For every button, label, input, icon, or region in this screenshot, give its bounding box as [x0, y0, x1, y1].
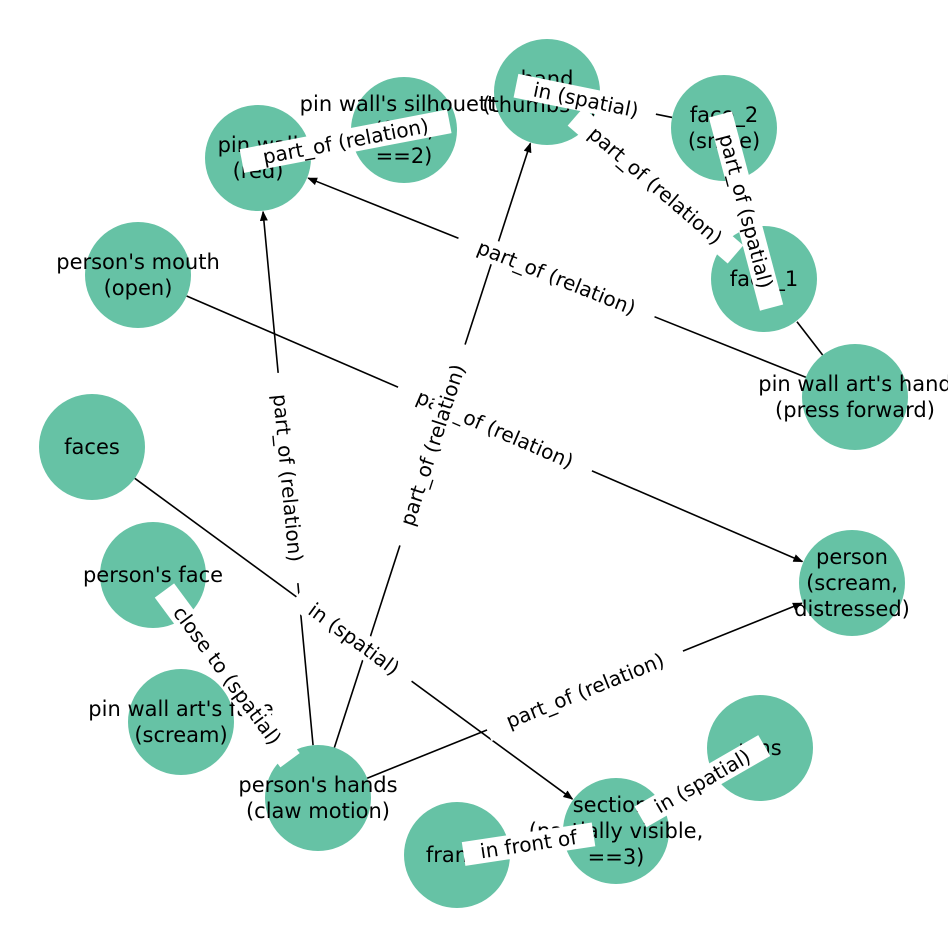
edge-label-background — [239, 109, 452, 173]
edge-label-background — [567, 107, 744, 264]
node-label-line: pin wall's silhouette — [300, 92, 509, 116]
edge-label: part_of (relation) — [268, 393, 308, 563]
edge-pin_wall_art_hand-to-face_1 — [796, 321, 824, 356]
node-pin_wall_art_hand: pin wall art's hand(press forward) — [758, 344, 948, 450]
node-label-line: person — [816, 545, 888, 569]
node-circle — [799, 530, 905, 636]
edge-label-background — [634, 735, 771, 828]
node-label-line: (scream, — [806, 571, 898, 595]
edge-label-group: part_of (relation) — [388, 340, 477, 550]
edge-label-background — [289, 587, 419, 691]
node-persons_mouth: person's mouth(open) — [56, 222, 220, 328]
edge-label-background — [154, 583, 300, 768]
node-person: person(scream,distressed) — [794, 530, 910, 636]
node-label-line: (press forward) — [775, 398, 935, 422]
edge-label-group: in (spatial) — [289, 587, 419, 691]
node-label-line: pin wall art's hand — [758, 372, 948, 396]
edge-label-group: part_of (relation) — [454, 227, 659, 328]
edge-label-background — [708, 111, 784, 311]
edge-label: in (spatial) — [304, 598, 404, 680]
edge-label: part_of (relation) — [502, 648, 667, 733]
node-circle — [39, 394, 145, 500]
node-circle — [265, 745, 371, 851]
node-label-line: faces — [64, 435, 120, 459]
edge-label-group: part_of (relation) — [482, 639, 688, 742]
node-label-line: person's mouth — [56, 250, 220, 274]
edge-label: part_of (relation) — [474, 235, 639, 320]
edge-label-background — [482, 639, 688, 742]
node-faces: faces — [39, 394, 145, 500]
edge-label-group: part_of (relation) — [266, 371, 310, 585]
node-label-line: ==3) — [588, 845, 645, 869]
node-label-line: person's face — [83, 563, 223, 587]
node-circle — [404, 802, 510, 908]
edge-label-background — [266, 371, 310, 585]
node-circle — [802, 344, 908, 450]
node-label-line: (claw motion) — [246, 799, 390, 823]
edge-labels-layer: part_of (relation) part_of (relation) part… — [154, 73, 784, 866]
node-circle — [128, 669, 234, 775]
edge-label-background — [461, 822, 596, 866]
node-label-line: (scream) — [134, 723, 227, 747]
node-persons_hands: person's hands(claw motion) — [238, 745, 398, 851]
edge-label-background — [388, 340, 477, 550]
node-label-line: (open) — [104, 276, 173, 300]
node-label-line: distressed) — [794, 597, 910, 621]
node-label-line: person's hands — [238, 773, 397, 797]
nodes-layer: pin wall(red)pin wall's silhouette(face,… — [39, 39, 948, 908]
node-label-line: ==2) — [376, 144, 433, 168]
edge-label-background — [454, 227, 659, 328]
node-persons_face: person's face — [83, 522, 223, 628]
node-circle — [85, 222, 191, 328]
edge-label-background — [513, 73, 659, 126]
